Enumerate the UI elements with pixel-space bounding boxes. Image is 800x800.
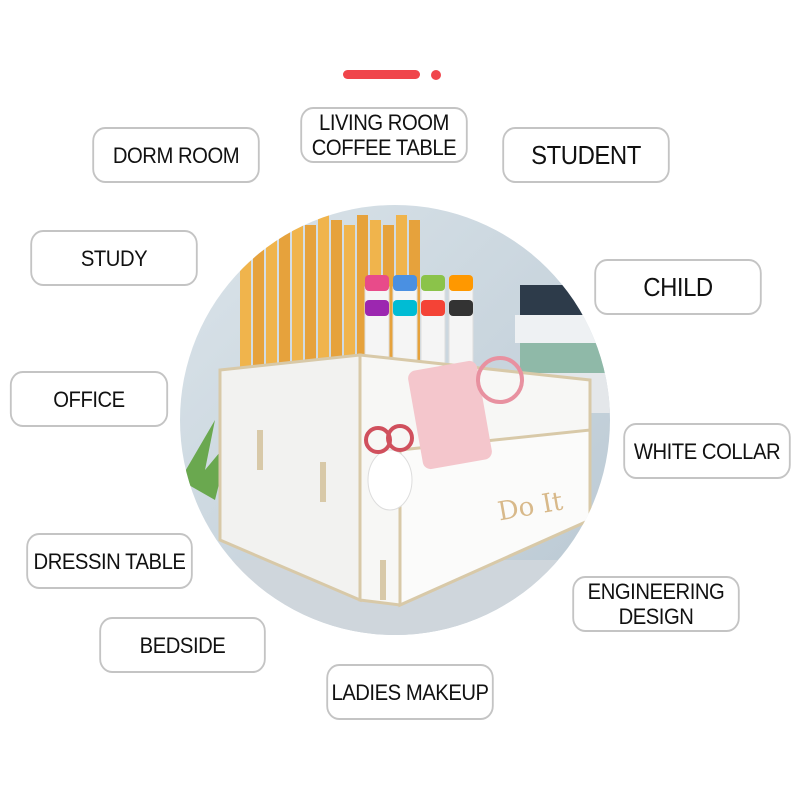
pencil: [357, 215, 368, 385]
tag-dorm-room: DORM ROOM: [92, 127, 260, 183]
organizer-box: Do It: [218, 353, 592, 608]
pencil: [344, 225, 355, 395]
marker-cap: [421, 275, 445, 291]
tag-white-collar: WHITE COLLAR: [623, 423, 791, 479]
marker-cap: [449, 275, 473, 291]
accent-bar: [343, 70, 420, 79]
pencil: [253, 220, 264, 390]
tag-text: LADIES MAKEUP: [331, 679, 489, 705]
tag-text: ENGINEERING DESIGN: [587, 579, 725, 629]
tag-living-room: LIVING ROOM COFFEE TABLE: [300, 107, 468, 163]
tag-text: DORM ROOM: [112, 142, 240, 168]
tag-text: CHILD: [643, 271, 713, 302]
tag-bedside: BEDSIDE: [99, 617, 266, 673]
tag-engineering-design: ENGINEERING DESIGN: [572, 576, 740, 632]
tag-study: STUDY: [30, 230, 198, 286]
tag-text: STUDY: [80, 245, 148, 271]
tag-text: STUDENT: [531, 139, 641, 170]
tag-child: CHILD: [594, 259, 762, 315]
tag-text: BEDSIDE: [139, 632, 226, 658]
tag-student: STUDENT: [502, 127, 670, 183]
marker-cap: [449, 300, 473, 316]
pencil: [331, 220, 342, 390]
tag-dressin-table: DRESSIN TABLE: [26, 533, 193, 589]
marker-cap: [365, 275, 389, 291]
marker-cap: [393, 300, 417, 316]
accent-dot: [431, 70, 441, 80]
tag-text: OFFICE: [53, 386, 125, 412]
tag-ladies-makeup: LADIES MAKEUP: [326, 664, 494, 720]
pencil: [279, 215, 290, 385]
pencil: [305, 225, 316, 395]
tag-office: OFFICE: [9, 371, 169, 427]
pencil: [266, 225, 277, 395]
tag-text: WHITE COLLAR: [633, 438, 781, 464]
marker-cap: [393, 275, 417, 291]
pencil: [292, 220, 303, 390]
tag-text: DRESSIN TABLE: [33, 548, 186, 574]
pencil: [240, 215, 251, 385]
marker-cap: [421, 300, 445, 316]
pencil: [318, 215, 329, 385]
marker-cap: [365, 300, 389, 316]
plant: [180, 420, 230, 500]
tag-text: LIVING ROOM COFFEE TABLE: [311, 110, 457, 160]
